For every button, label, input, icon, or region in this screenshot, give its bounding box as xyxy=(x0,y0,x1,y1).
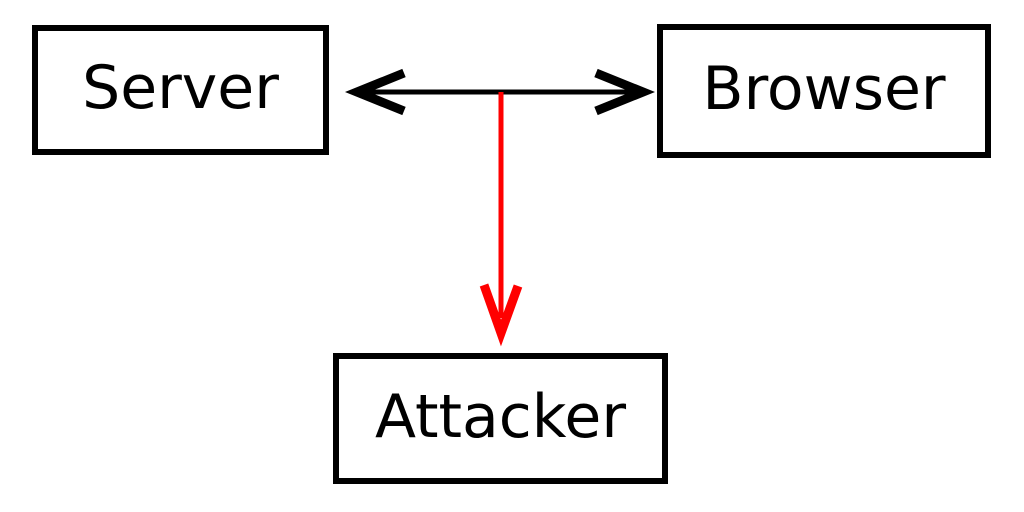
arrowhead-right-icon xyxy=(594,68,656,116)
node-browser-label: Browser xyxy=(702,54,946,124)
attack-arrow xyxy=(479,92,523,347)
node-server-label: Server xyxy=(82,53,279,123)
server-browser-arrow xyxy=(344,68,656,116)
node-attacker: Attacker xyxy=(333,353,668,484)
arrowhead-down-icon xyxy=(479,283,523,347)
arrowhead-left-icon xyxy=(344,68,406,116)
node-browser: Browser xyxy=(657,24,991,158)
node-server: Server xyxy=(32,25,329,155)
node-attacker-label: Attacker xyxy=(375,381,626,452)
